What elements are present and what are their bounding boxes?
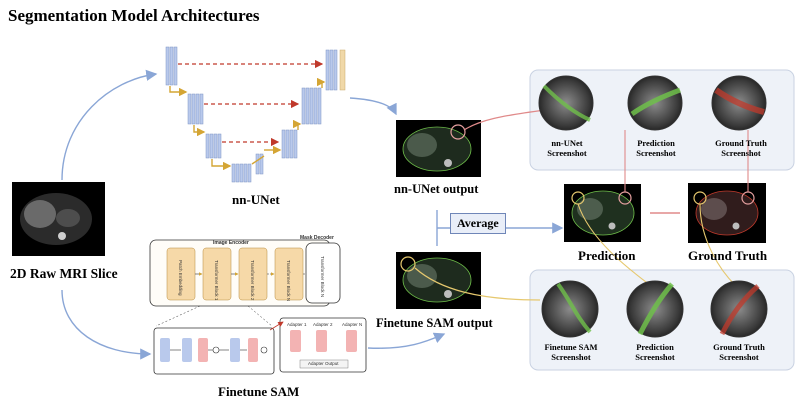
- adapter-1-label: Adapter 1: [287, 322, 307, 327]
- average-label: Average: [450, 213, 506, 234]
- transformer-block-2-label: Transformer Block 2: [250, 260, 255, 301]
- zoom-nnunet-circle: [538, 75, 594, 131]
- zoom-sam-circle: [541, 280, 599, 338]
- patch-embedding-label: Patch Embedding: [178, 260, 183, 296]
- zoom-prediction-bottom-circle: [626, 280, 684, 338]
- sam-output-label: Finetune SAM output: [376, 316, 493, 330]
- adapter-2-label: Adapter 2: [313, 322, 333, 327]
- mask-decoder-label: Mask Decoder: [300, 235, 334, 241]
- page-title: Segmentation Model Architectures: [8, 6, 260, 25]
- prediction-label: Prediction: [578, 248, 636, 263]
- zoom-truth-bottom-circle: [710, 280, 768, 338]
- sam-output-image: [396, 252, 481, 309]
- ground-truth-image: [688, 183, 766, 243]
- raw-mri-image: [12, 182, 105, 256]
- sam-architecture: [149, 239, 367, 375]
- transformer-block-n-label: Transformer Block N: [286, 260, 291, 302]
- ground-truth-label: Ground Truth: [688, 248, 768, 263]
- nnunet-output-image: [396, 120, 481, 177]
- zoom-truth-top-circle: [711, 75, 767, 131]
- prediction-image: [564, 184, 641, 242]
- raw-slice-label: 2D Raw MRI Slice: [10, 266, 118, 281]
- nnunet-label: nn-UNet: [232, 192, 280, 207]
- nnunet-output-label: nn-UNet output: [394, 182, 479, 196]
- transformer-block-1-label: Transformer Block 1: [214, 260, 219, 301]
- zoom-prediction-top-circle: [627, 75, 683, 131]
- nnunet-architecture: [165, 46, 346, 183]
- adapter-n-label: Adapter N: [342, 322, 363, 327]
- adapter-output-label: Adapter Output: [308, 361, 339, 366]
- finetune-sam-label: Finetune SAM: [218, 384, 300, 399]
- image-encoder-label: Image Encoder: [213, 240, 249, 246]
- decoder-block-label: Transformer Block N: [320, 256, 325, 298]
